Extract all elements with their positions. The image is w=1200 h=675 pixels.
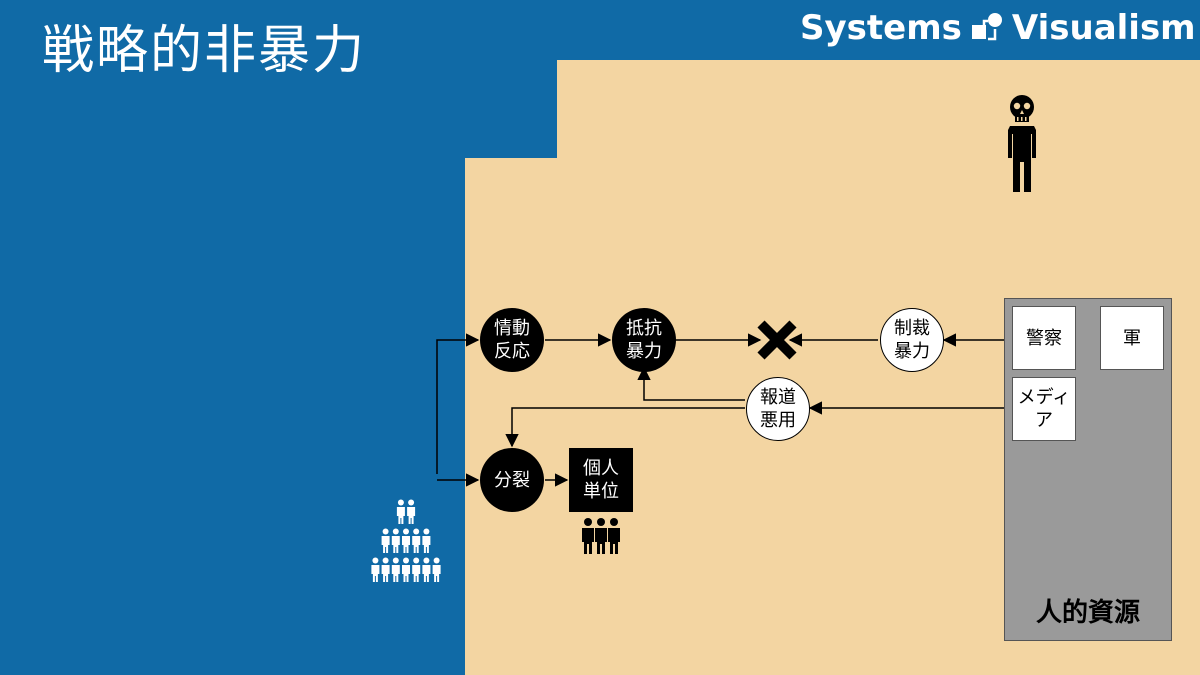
brand-logo: Systems Visualism: [800, 8, 1196, 48]
skull-figure-icon: [1000, 94, 1044, 194]
crowd-person: [402, 557, 410, 582]
connector-crowd-trunk: [436, 333, 480, 474]
crowd-person: [412, 557, 421, 582]
crowd-person: [381, 557, 390, 582]
cross-mark-icon: [755, 318, 799, 362]
crowd-person: [407, 499, 416, 524]
crowd-person: [391, 557, 400, 582]
node-sanction-violence: 制裁 暴力: [880, 308, 944, 372]
crowd-person: [432, 557, 441, 582]
systems-visualism-logo-icon: [970, 11, 1004, 45]
brand-text-left: Systems: [800, 8, 962, 48]
node-emotional-reaction: 情動 反応: [480, 308, 544, 372]
crowd-person: [402, 528, 410, 553]
brand-text-right: Visualism: [1011, 8, 1196, 48]
node-split: 分裂: [480, 448, 544, 512]
crowd-person: [371, 557, 380, 582]
crowd-person: [412, 528, 421, 553]
connector-abuse-to-resistance: [637, 366, 745, 401]
crowd-person: [396, 499, 405, 524]
crowd-person: [422, 557, 431, 582]
group-of-people-icon: [580, 516, 622, 556]
resource-military: 軍: [1100, 306, 1164, 370]
node-individual-unit: 個人 単位: [569, 448, 633, 512]
node-media-abuse: 報道 悪用: [746, 377, 810, 441]
beige-region-upper: [557, 60, 1200, 160]
page-title: 戦略的非暴力: [42, 21, 367, 81]
resource-media: メディ ア: [1012, 377, 1076, 441]
crowd-person: [391, 528, 400, 553]
crowd-pyramid-icon: [366, 497, 446, 585]
crowd-person: [381, 528, 390, 553]
node-resistance-violence: 抵抗 暴力: [612, 308, 676, 372]
human-resources-label: 人的資源: [1035, 598, 1140, 628]
crowd-person: [422, 528, 431, 553]
resource-police: 警察: [1012, 306, 1076, 370]
connector-abuse-to-split: [505, 407, 745, 448]
